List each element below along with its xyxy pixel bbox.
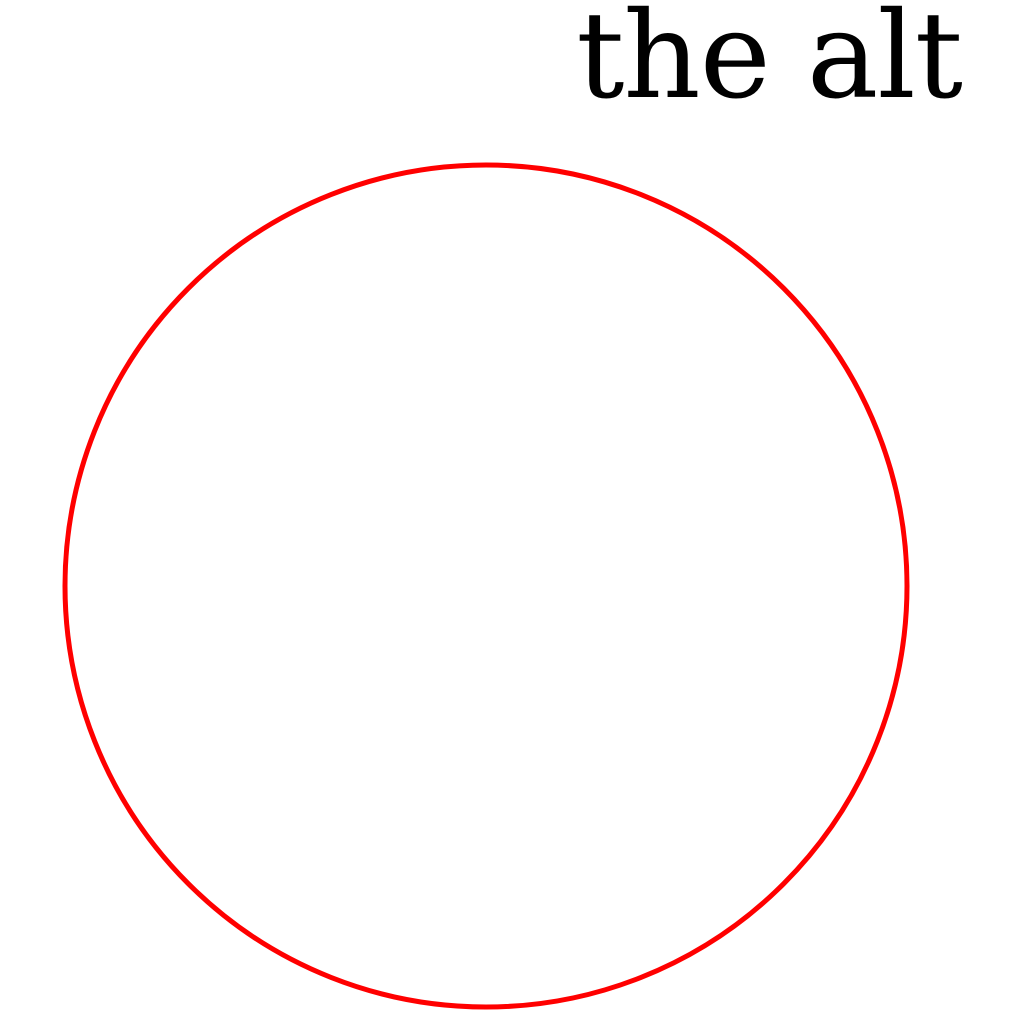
alt-label: the alt: [576, 0, 963, 126]
red-circle: [62, 162, 910, 1010]
